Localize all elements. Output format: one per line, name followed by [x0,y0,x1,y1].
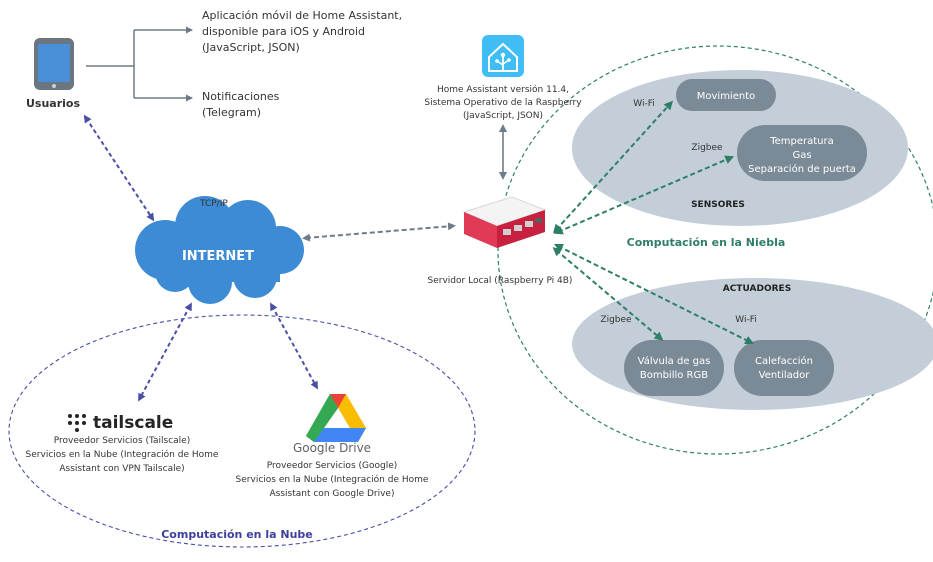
heating-node [734,340,834,396]
notifications-line-2: (Telegram) [202,106,261,119]
movement-sensor-label: Movimiento [697,91,756,102]
gdrive-line-1: Proveedor Servicios (Google) [267,461,398,471]
sensors-wifi-label: Wi-Fi [633,99,654,109]
google-drive-icon [306,394,366,442]
users-label: Usuarios [26,97,80,110]
internet-tailscale-arrow [138,302,192,402]
door-separation-label: Separación de puerta [748,163,856,175]
actuators-wifi-label: Wi-Fi [735,315,756,325]
gdrive-line-3: Assistant con Google Drive) [270,489,395,499]
tablet-icon [34,38,74,90]
gdrive-line-2: Servicios en la Nube (Integración de Hom… [236,474,429,485]
tcpip-label: TCP/IP [199,199,228,209]
ha-line-2: Sistema Operativo de la Raspberry [424,98,582,108]
fog-region [497,45,933,455]
gas-valve-node [624,340,724,396]
internet-server-arrow [302,222,456,242]
sensors-title: SENSORES [691,200,745,210]
gas-valve-label: Válvula de gas [638,355,711,367]
sensors-zigbee-label: Zigbee [691,143,723,153]
raspberry-pi-icon [462,196,547,248]
tailscale-line-1: Proveedor Servicios (Tailscale) [54,436,190,446]
temperature-label: Temperatura [769,136,834,147]
wifi-arrow-heating [553,243,755,345]
internet-gdrive-arrow [270,302,318,390]
ha-line-1: Home Assistant versión 11.4, [437,84,569,95]
internet-label: INTERNET [182,249,254,264]
notifications-line-1: Notificaciones [202,90,280,103]
cloud-title: Computación en la Nube [161,528,313,541]
tailscale-line-3: Assistant con VPN Tailscale) [59,464,184,474]
fog-title: Computación en la Niebla [627,236,786,249]
heating-label: Calefacción [755,355,813,367]
home-assistant-icon [482,35,524,77]
movement-sensor-node [676,79,776,111]
tailscale-logo-icon [68,414,86,432]
ha-line-3: (JavaScript, JSON) [463,111,543,121]
app-line-2: disponible para iOS y Android [202,25,365,38]
zigbee-arrow-multisensor [553,155,735,235]
actuators-zigbee-label: Zigbee [600,315,632,325]
tailscale-logo-text: tailscale [93,413,173,433]
app-line-1: Aplicación móvil de Home Assistant, [202,9,402,22]
google-drive-logo-text: Google Drive [293,441,371,455]
server-label: Servidor Local (Raspberry Pi 4B) [428,276,573,286]
multi-sensor-node [737,125,867,181]
internet-cloud-icon [135,196,304,304]
actuators-title: ACTUADORES [723,284,791,294]
cloud-region [8,314,476,548]
gas-label: Gas [792,150,811,161]
users-internet-arrow [83,114,155,222]
fan-label: Ventilador [759,370,811,381]
rgb-bulb-label: Bombillo RGB [640,370,708,381]
app-line-3: (JavaScript, JSON) [202,41,300,54]
tailscale-line-2: Servicios en la Nube (Integración de Hom… [26,449,219,460]
